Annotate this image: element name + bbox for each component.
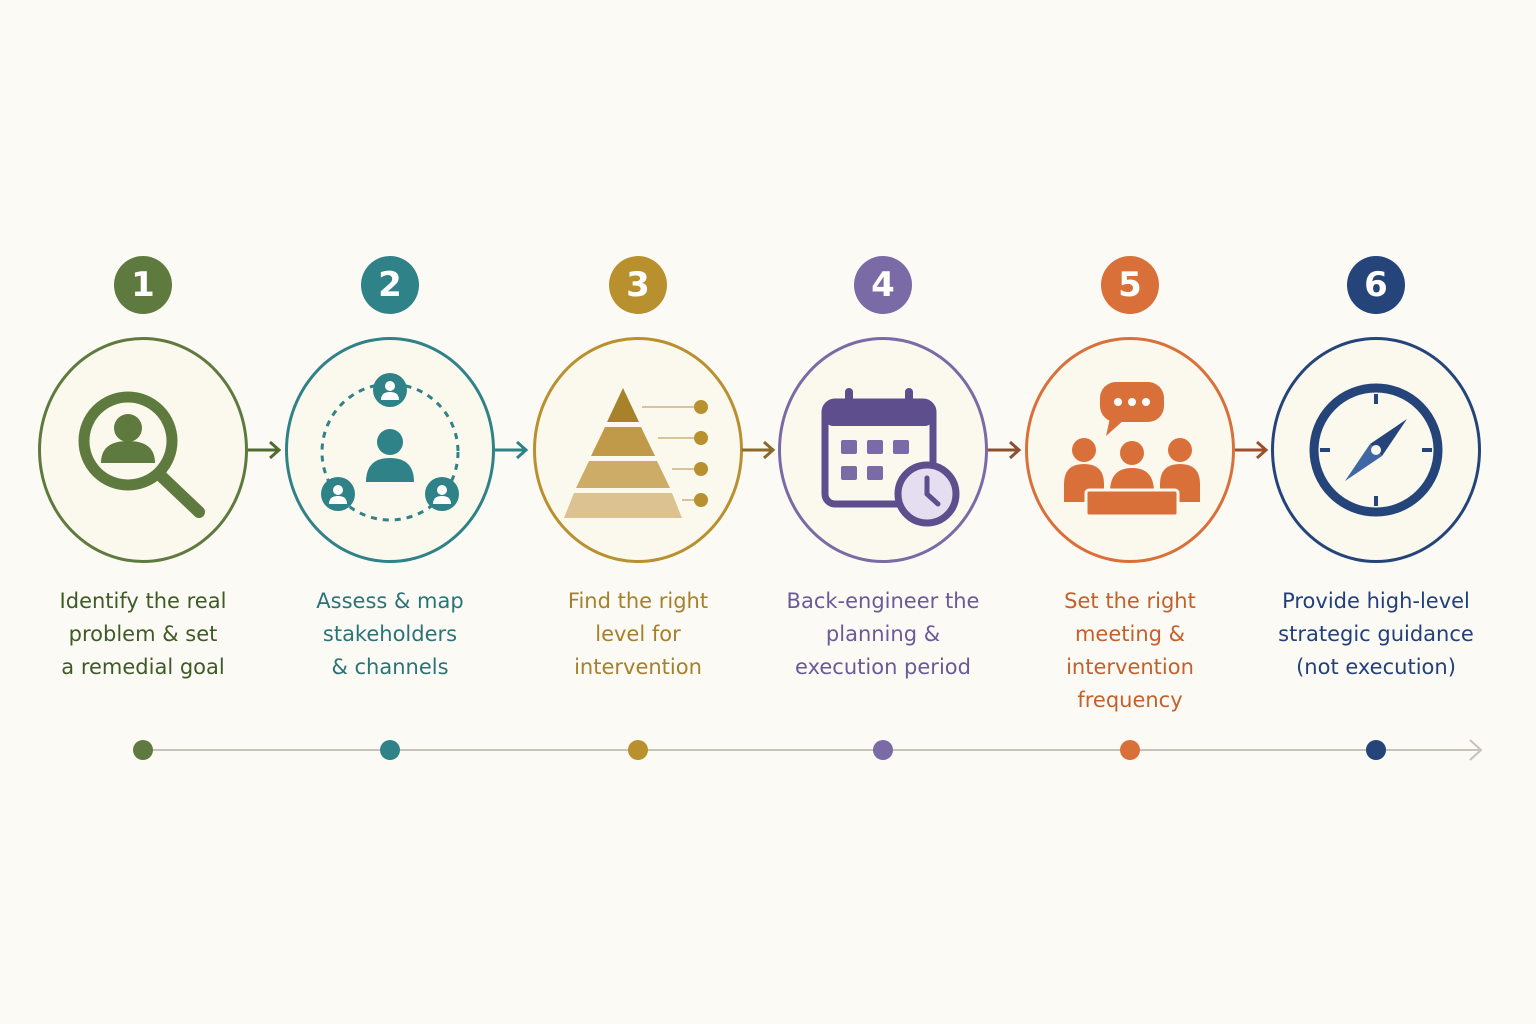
step-icon-circle bbox=[533, 337, 743, 563]
caption-line: & channels bbox=[331, 655, 449, 679]
caption-line: Set the right bbox=[1064, 589, 1196, 613]
step-number-badge: 5 bbox=[1101, 256, 1159, 314]
step-caption: Provide high-level strategic guidance (n… bbox=[1256, 585, 1496, 684]
caption-line: planning & bbox=[825, 622, 941, 646]
caption-line: frequency bbox=[1077, 688, 1183, 712]
caption-line: execution period bbox=[795, 655, 971, 679]
caption-line: intervention bbox=[574, 655, 702, 679]
caption-line: Back-engineer the bbox=[786, 589, 980, 613]
step-icon-circle bbox=[1025, 337, 1235, 563]
arrow-right-icon bbox=[988, 440, 1022, 460]
step-caption: Set the right meeting & intervention fre… bbox=[1010, 585, 1250, 717]
caption-line: Find the right bbox=[567, 589, 709, 613]
caption-line: stakeholders bbox=[322, 622, 458, 646]
step-number-badge: 6 bbox=[1347, 256, 1405, 314]
caption-line: Provide high-level bbox=[1282, 589, 1470, 613]
timeline-dot bbox=[380, 740, 400, 760]
caption-line: strategic guidance bbox=[1278, 622, 1474, 646]
step-icon-circle bbox=[285, 337, 495, 563]
caption-line: Identify the real bbox=[59, 589, 227, 613]
meeting-chat-icon bbox=[1064, 382, 1200, 518]
step-number-badge: 3 bbox=[609, 256, 667, 314]
step-number-badge: 4 bbox=[854, 256, 912, 314]
timeline-dot bbox=[1366, 740, 1386, 760]
arrow-right-icon bbox=[1235, 440, 1269, 460]
magnifier-person-icon bbox=[78, 391, 205, 518]
timeline-dot bbox=[628, 740, 648, 760]
caption-line: intervention bbox=[1066, 655, 1194, 679]
arrow-right-icon bbox=[248, 440, 282, 460]
caption-line: problem & set bbox=[68, 622, 218, 646]
arrow-right-icon bbox=[495, 440, 529, 460]
timeline-dot bbox=[133, 740, 153, 760]
step-icon-circle bbox=[38, 337, 248, 563]
timeline-arrowhead-icon bbox=[1469, 739, 1483, 761]
calendar-clock-icon bbox=[821, 388, 960, 527]
timeline-dot bbox=[873, 740, 893, 760]
pyramid-levels-icon bbox=[564, 388, 708, 518]
step-caption: Find the right level for intervention bbox=[518, 585, 758, 684]
compass-icon bbox=[1309, 383, 1443, 517]
step-caption: Back-engineer the planning & execution p… bbox=[763, 585, 1003, 684]
step-icon-circle bbox=[1271, 337, 1481, 563]
arrow-right-icon bbox=[742, 440, 776, 460]
step-icon-circle bbox=[778, 337, 988, 563]
step-caption: Identify the real problem & set a remedi… bbox=[23, 585, 263, 684]
caption-line: Assess & map bbox=[316, 589, 464, 613]
step-number-badge: 1 bbox=[114, 256, 172, 314]
step-caption: Assess & map stakeholders & channels bbox=[270, 585, 510, 684]
timeline-dot bbox=[1120, 740, 1140, 760]
caption-line: level for bbox=[595, 622, 681, 646]
caption-line: a remedial goal bbox=[61, 655, 225, 679]
caption-line: meeting & bbox=[1074, 622, 1186, 646]
step-number-badge: 2 bbox=[361, 256, 419, 314]
stakeholder-network-icon bbox=[320, 373, 460, 522]
caption-line: (not execution) bbox=[1296, 655, 1456, 679]
